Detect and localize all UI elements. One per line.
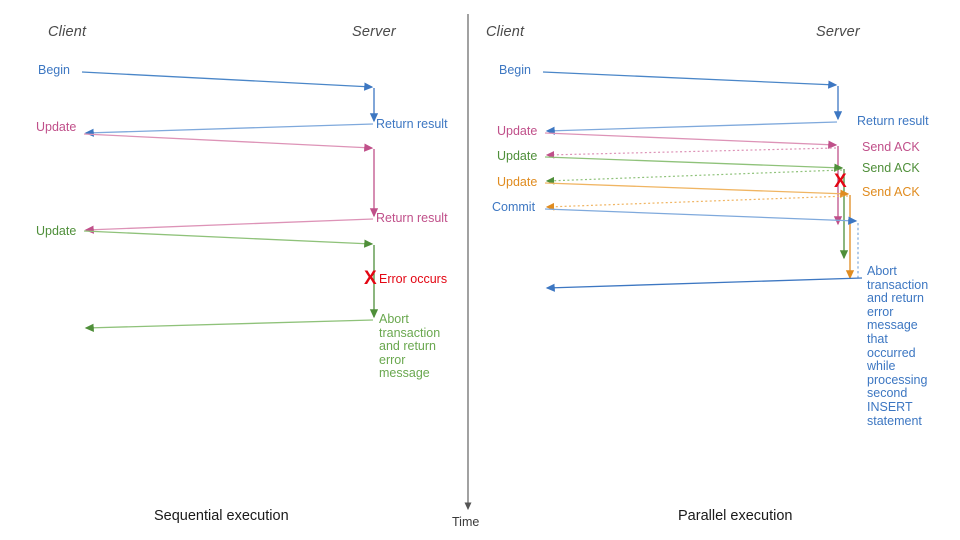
arrow-ack-orange-right xyxy=(545,195,849,211)
right-error-x-icon: X xyxy=(834,171,847,192)
left-client-lane-title: Client xyxy=(48,24,87,40)
arrow-update-pink-left xyxy=(83,133,374,152)
arrow-commit-right xyxy=(544,208,858,225)
left-label-abort-block: Abort transaction and return error messa… xyxy=(379,312,441,381)
arrow-return-result-pink-left xyxy=(84,218,374,234)
right-panel-caption: Parallel execution xyxy=(678,508,793,524)
right-message-commit: Commit xyxy=(492,200,536,214)
arrow-ack-pink-right xyxy=(545,147,837,159)
left-label-return-result-pink: Return result xyxy=(376,211,448,225)
arrow-begin-right xyxy=(542,71,838,89)
right-label-abort-block: Abort transaction and return error messa… xyxy=(867,264,929,428)
left-server-lane-title: Server xyxy=(352,24,396,40)
arrow-update-green-right xyxy=(544,156,844,172)
right-label-send-ack-green: Send ACK xyxy=(862,161,920,175)
arrow-update-pink-right xyxy=(544,132,838,149)
left-message-begin: Begin xyxy=(38,63,70,77)
right-label-send-ack-pink: Send ACK xyxy=(862,140,920,154)
arrow-return-result-blue-left xyxy=(84,123,374,137)
right-label-send-ack-orange: Send ACK xyxy=(862,185,920,199)
right-message-begin: Begin xyxy=(499,63,531,77)
left-label-error-occurs: Error occurs xyxy=(379,272,448,286)
right-server-lane-title: Server xyxy=(816,24,860,40)
right-panel-flows xyxy=(542,71,863,292)
left-message-update-green: Update xyxy=(36,224,77,238)
left-message-update-pink: Update xyxy=(36,120,77,134)
left-error-x-icon: X xyxy=(364,268,377,289)
right-message-update-orange: Update xyxy=(497,175,538,189)
arrow-begin-left xyxy=(81,71,374,91)
right-message-update-green: Update xyxy=(497,149,538,163)
time-axis-label: Time xyxy=(452,515,480,529)
arrow-abort-blue-right xyxy=(545,277,863,292)
right-label-return-result-blue: Return result xyxy=(857,114,929,128)
left-panel-caption: Sequential execution xyxy=(154,508,289,524)
arrow-abort-green-left xyxy=(84,319,374,332)
arrow-update-orange-right xyxy=(544,182,850,198)
left-panel-flows xyxy=(81,71,379,332)
arrow-ack-green-right xyxy=(545,169,843,185)
arrow-update-green-left xyxy=(83,230,374,248)
arrow-return-result-blue-right xyxy=(545,121,838,135)
left-label-return-result-blue: Return result xyxy=(376,117,448,131)
right-message-update-pink: Update xyxy=(497,124,538,138)
right-client-lane-title: Client xyxy=(486,24,525,40)
